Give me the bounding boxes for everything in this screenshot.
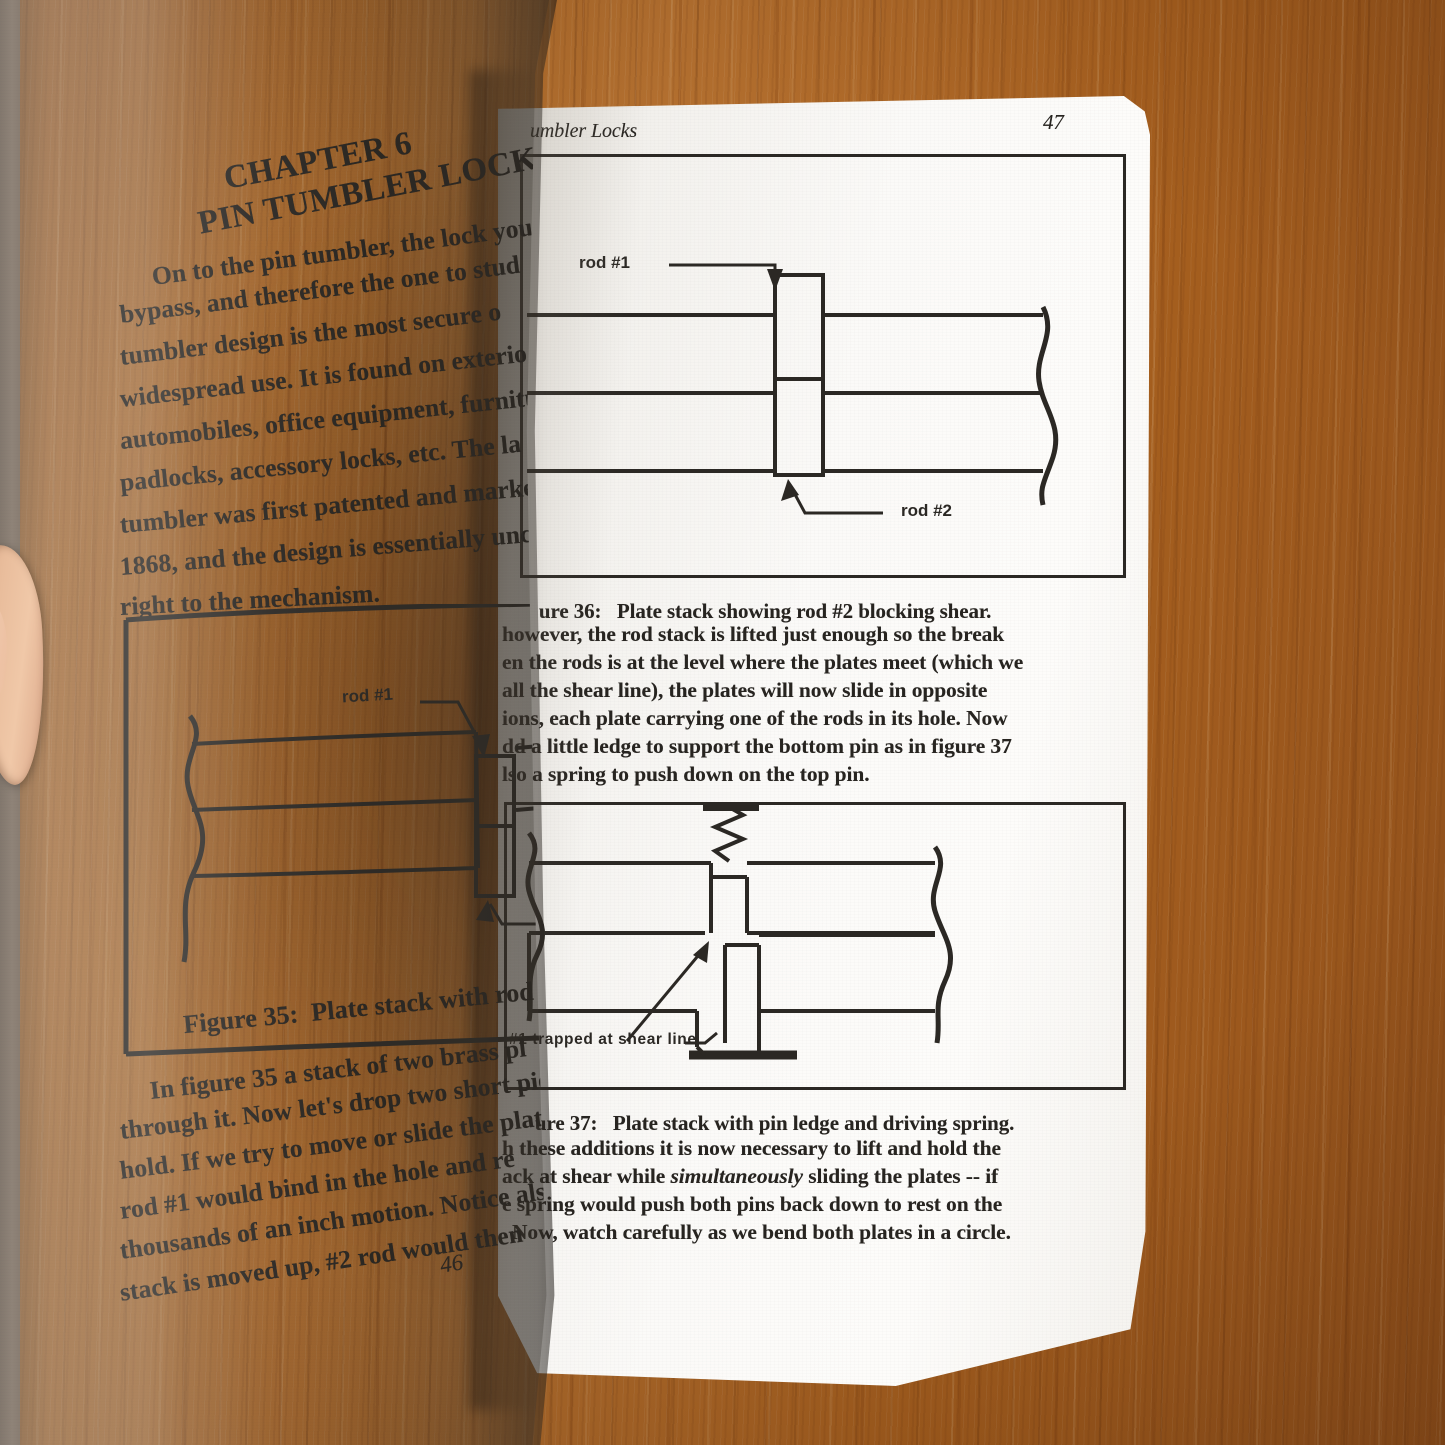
rp2-line2-b: sliding the plates -- if bbox=[803, 1164, 998, 1188]
figure-37-caption: ure 37: Plate stack with pin ledge and d… bbox=[504, 1092, 1015, 1155]
right-page-number: 47 bbox=[1043, 112, 1064, 133]
right-page-sheet: umbler Locks 47 bbox=[498, 96, 1150, 1386]
rp1-line4: ions, each plate carrying one of the rod… bbox=[502, 707, 1008, 730]
figure-36-drawing bbox=[527, 263, 1059, 515]
rp1-line6: lso a spring to push down on the top pin… bbox=[502, 763, 870, 786]
figure-35-callout-rod1: rod #1 bbox=[341, 684, 394, 707]
left-page-number: 46 bbox=[438, 1249, 466, 1278]
rp2-line3: e spring would push both pins back down … bbox=[502, 1193, 1002, 1216]
figure-36-frame: rod #1 rod #2 bbox=[520, 154, 1126, 578]
thumbnail bbox=[0, 601, 10, 699]
left-page-sheet: CHAPTER 6 PIN TUMBLER LOCKS On to the pi… bbox=[0, 0, 552, 1445]
figure-37-callout-leader bbox=[685, 1031, 718, 1045]
right-page-gutter-shading bbox=[498, 96, 1150, 1386]
figure-36-callout-rod2: rod #2 bbox=[901, 501, 952, 521]
rp1-line3: all the shear line), the plates will now… bbox=[502, 679, 987, 702]
figure-36-callout-rod1: rod #1 bbox=[579, 253, 630, 273]
figure-35-caption-label: Figure 35: bbox=[181, 999, 300, 1040]
figure-36-caption: ure 36: Plate stack showing rod #2 block… bbox=[508, 580, 991, 643]
rp2-line2-italic: simultaneously bbox=[671, 1164, 804, 1188]
figure-36-caption-text: Plate stack showing rod #2 blocking shea… bbox=[617, 599, 992, 623]
figure-37-caption-text: Plate stack with pin ledge and driving s… bbox=[613, 1111, 1015, 1135]
